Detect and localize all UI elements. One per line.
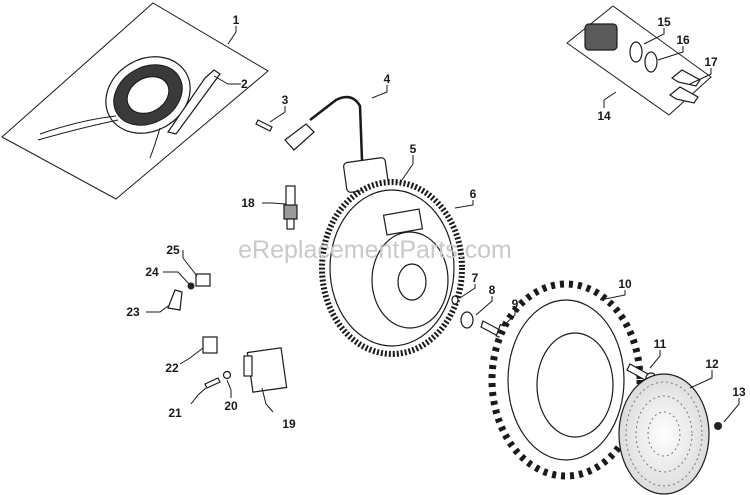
switch-nut [629,41,643,63]
callout-5: 5 [410,142,417,156]
connector-22 [202,336,218,354]
cooling-fan [488,280,644,480]
callout-1: 1 [233,13,240,27]
callout-18: 18 [241,196,255,210]
switch-washer [644,51,658,73]
stator [105,56,191,134]
key-switch-box [566,5,712,116]
callout-12: 12 [705,357,719,371]
callout-6: 6 [470,187,477,201]
ignition-module [284,95,389,193]
connector-25 [195,273,211,287]
callout-7: 7 [472,271,479,285]
watermark: eReplacementParts.com [238,236,512,264]
callout-9: 9 [512,297,519,311]
callout-13: 13 [732,385,746,399]
callout-20: 20 [224,399,238,413]
key-switch [584,23,618,51]
callout-24: 24 [145,265,159,279]
callout-3: 3 [282,93,289,107]
stator-box [1,2,269,200]
flywheel-washer [460,311,474,329]
stator-group [1,2,269,200]
callout-4: 4 [384,72,391,86]
callout-10: 10 [618,277,632,291]
screw-3 [255,119,273,132]
spark-plug [283,185,298,230]
keys [668,69,701,104]
stator-lead-wires [37,115,119,141]
callout-14: 14 [597,109,611,123]
washer-20 [222,370,232,380]
stator-lead-tail [149,127,161,159]
grass-screen [618,373,710,495]
callout-16: 16 [676,33,690,47]
terminal-23 [167,289,183,311]
washer-24 [187,282,195,290]
callout-19: 19 [282,417,296,431]
flywheel [319,179,465,357]
callout-21: 21 [168,406,182,420]
callout-17: 17 [704,55,718,69]
nut-13 [714,422,722,430]
rectifier-regulator [243,347,288,393]
leader-lines [146,26,740,423]
key-switch-group [566,5,712,116]
screw-21 [204,377,221,389]
callout-labels: 1 2 3 4 5 6 7 8 9 10 11 12 13 14 15 16 1… [126,13,746,431]
callout-23: 23 [126,305,140,319]
callout-15: 15 [657,15,671,29]
flywheel-key [451,295,459,305]
callout-25: 25 [166,243,180,257]
callout-11: 11 [654,337,667,351]
callout-8: 8 [489,283,496,297]
callout-22: 22 [165,361,179,375]
callout-2: 2 [241,77,248,91]
stator-bracket [167,69,221,135]
